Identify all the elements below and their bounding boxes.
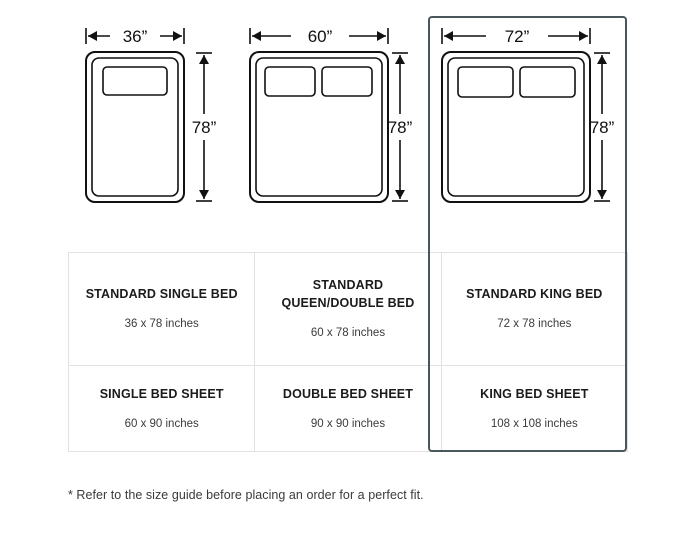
single-height-label: 78” xyxy=(192,118,217,137)
king-bed-pillow-left xyxy=(457,66,514,98)
queen-height-dimension xyxy=(392,52,408,202)
arrow-up-icon xyxy=(597,55,607,64)
standard-single-bed-diagram: 36” 78” xyxy=(85,27,217,203)
standard-queen-double-bed-diagram: 60” 78” xyxy=(249,27,413,203)
king-column-highlight[interactable] xyxy=(428,16,627,452)
cell-title: STANDARD SINGLE BED xyxy=(85,287,238,302)
cell-title: DOUBLE BED SHEET xyxy=(282,386,414,401)
cell-title: KING BED SHEET xyxy=(480,386,589,401)
cell-dimensions: 108 x 108 inches xyxy=(490,417,578,430)
arrow-left-icon xyxy=(252,31,261,41)
queen-width-label: 60” xyxy=(308,27,333,46)
cell-standard-single-bed[interactable]: STANDARD SINGLE BED 36 x 78 inches xyxy=(67,251,256,367)
cell-title: STANDARD QUEEN/DOUBLE BED xyxy=(281,278,415,311)
single-width-label: 36” xyxy=(123,27,148,46)
cell-single-bed-sheet[interactable]: SINGLE BED SHEET 60 x 90 inches xyxy=(67,365,256,452)
arrow-left-icon xyxy=(88,31,97,41)
arrow-up-icon xyxy=(395,55,405,64)
cell-title: SINGLE BED SHEET xyxy=(99,386,224,401)
queen-bed-pillow-left xyxy=(264,66,316,97)
king-height-label: 78” xyxy=(590,118,614,137)
arrow-left-icon xyxy=(444,31,453,41)
king-width-label: 72” xyxy=(505,27,530,46)
single-bed-pillow xyxy=(102,66,168,96)
king-height-dimension xyxy=(594,52,610,202)
queen-height-label: 78” xyxy=(388,118,413,137)
arrow-right-icon xyxy=(173,31,182,41)
standard-king-bed-diagram: 72” 78” xyxy=(441,27,614,203)
cell-double-bed-sheet[interactable]: DOUBLE BED SHEET 90 x 90 inches xyxy=(254,365,442,452)
cell-dimensions: 72 x 78 inches xyxy=(497,318,572,331)
arrow-down-icon xyxy=(199,190,209,199)
bed-diagrams-row: 36” 78” xyxy=(0,0,679,250)
footnote-text: * Refer to the size guide before placing… xyxy=(68,488,424,502)
cell-standard-queen-double-bed[interactable]: STANDARD QUEEN/DOUBLE BED 60 x 78 inches xyxy=(254,251,442,367)
cell-dimensions: 36 x 78 inches xyxy=(124,318,199,331)
arrow-down-icon xyxy=(597,190,607,199)
cell-dimensions: 90 x 90 inches xyxy=(310,417,386,430)
arrow-right-icon xyxy=(579,31,588,41)
king-bed-pillow-right xyxy=(519,66,576,98)
cell-title: STANDARD KING BED xyxy=(466,287,603,302)
cell-standard-king-bed[interactable]: STANDARD KING BED 72 x 78 inches xyxy=(440,251,629,367)
cell-dimensions: 60 x 78 inches xyxy=(310,326,386,339)
arrow-up-icon xyxy=(199,55,209,64)
queen-bed-pillow-right xyxy=(321,66,373,97)
cell-dimensions: 60 x 90 inches xyxy=(124,417,199,430)
single-height-dimension xyxy=(196,52,212,202)
table-row: STANDARD SINGLE BED 36 x 78 inches STAND… xyxy=(67,251,629,367)
arrow-right-icon xyxy=(377,31,386,41)
arrow-down-icon xyxy=(395,190,405,199)
